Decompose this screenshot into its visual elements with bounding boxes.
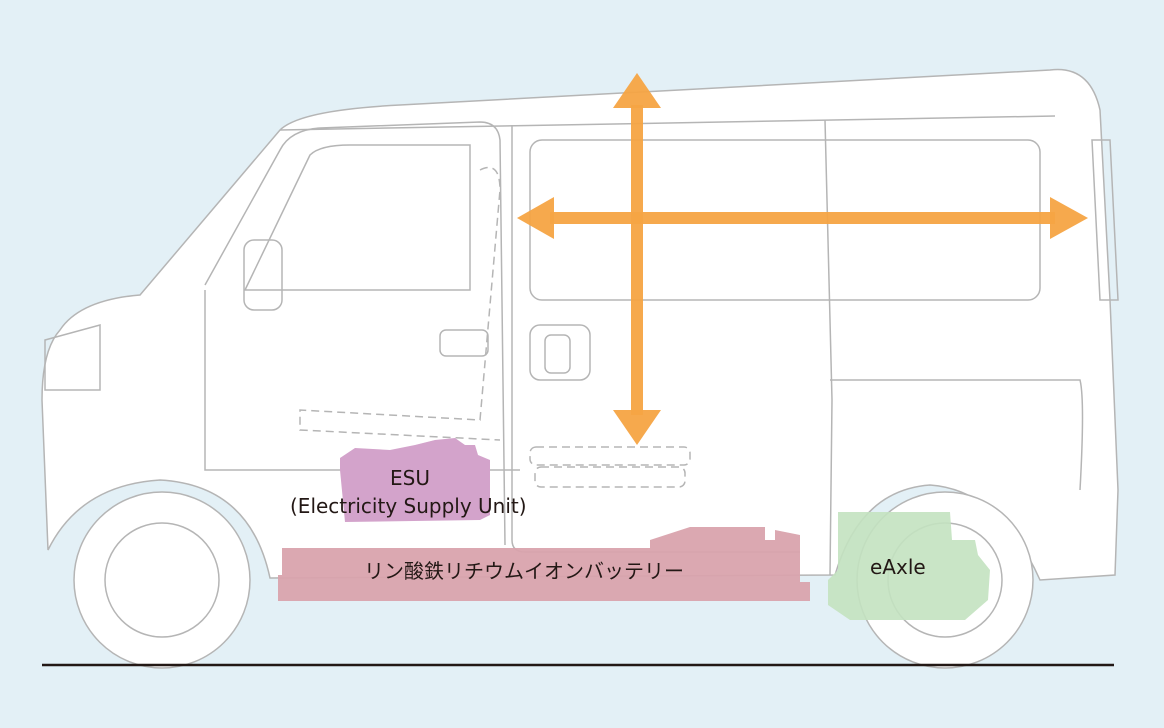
arrow-up-icon bbox=[613, 73, 661, 108]
vertical-arrow-shaft bbox=[631, 105, 643, 415]
arrow-right-icon bbox=[1050, 197, 1088, 239]
eaxle-shape bbox=[828, 512, 990, 620]
arrow-left-icon bbox=[517, 197, 554, 239]
horizontal-arrow-shaft bbox=[550, 212, 1055, 224]
esu-label: ESU bbox=[390, 466, 430, 490]
esu-full-label: (Electricity Supply Unit) bbox=[290, 494, 527, 518]
seat-outline bbox=[299, 166, 691, 488]
battery-label: リン酸鉄リチウムイオンバッテリー bbox=[364, 559, 684, 583]
eaxle-label: eAxle bbox=[870, 555, 926, 579]
battery-shape bbox=[278, 527, 810, 601]
arrow-down-icon bbox=[613, 410, 661, 445]
esu-shape bbox=[340, 438, 490, 522]
cabin-dimension-arrows bbox=[517, 73, 1088, 445]
front-hub bbox=[104, 522, 220, 638]
